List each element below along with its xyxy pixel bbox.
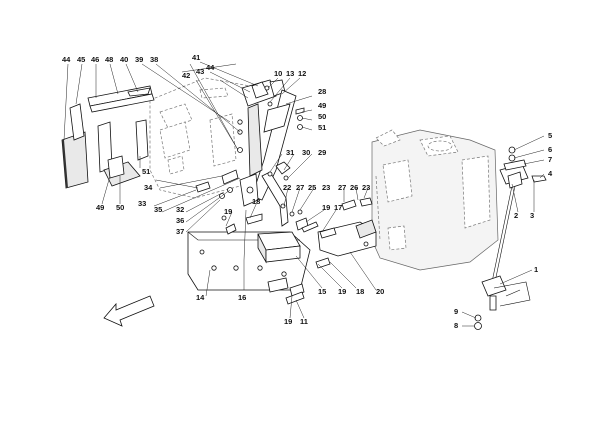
label-34: 35 <box>154 205 162 214</box>
bolt-stack-49-51 <box>295 107 305 130</box>
left-fuel-tank <box>149 77 259 199</box>
label-10: 10 <box>274 69 282 78</box>
label-50: 50 <box>318 112 326 121</box>
fuel-sender-assembly <box>474 146 547 330</box>
label-48: 51 <box>142 167 150 176</box>
label-14: 14 <box>196 293 205 302</box>
label-24b: 27 <box>338 183 346 192</box>
leader-lines <box>63 61 545 327</box>
label-7: 7 <box>548 155 552 164</box>
label-23a: 25 <box>308 183 316 192</box>
label-22a: 23 <box>322 183 330 192</box>
label-13: 13 <box>286 69 294 78</box>
label-41: 44 <box>206 63 215 72</box>
label-35: 38 <box>150 55 158 64</box>
label-21: 22 <box>283 183 291 192</box>
label-24a: 27 <box>296 183 304 192</box>
hanger-bracket <box>261 161 309 231</box>
label-30: 36 <box>176 216 184 225</box>
label-20: 20 <box>376 287 384 296</box>
label-31: 37 <box>176 227 184 236</box>
label-37: 40 <box>120 55 128 64</box>
label-28: 31 <box>286 148 294 157</box>
label-44: 46 <box>91 55 99 64</box>
bracket-assembly <box>195 79 305 207</box>
part-15-box <box>257 231 301 264</box>
label-18a: 18 <box>252 197 260 206</box>
label-19b: 19 <box>224 207 232 216</box>
label-29: 32 <box>176 205 184 214</box>
label-47: 50 <box>116 203 124 212</box>
label-19c: 19 <box>338 287 346 296</box>
label-22b: 23 <box>362 183 370 192</box>
part-48-panel <box>135 119 149 161</box>
label-3: 3 <box>530 211 534 220</box>
label-32: 33 <box>138 199 146 208</box>
label-25: 28 <box>318 87 326 96</box>
label-49: 49 <box>318 101 326 110</box>
part-20-cover <box>317 219 377 257</box>
left-panel-group <box>61 85 155 189</box>
label-39: 42 <box>182 71 190 80</box>
right-fuel-tank <box>371 129 499 271</box>
label-18b: 18 <box>356 287 364 296</box>
label-33: 34 <box>144 183 153 192</box>
label-26: 29 <box>318 148 326 157</box>
label-12: 12 <box>298 69 306 78</box>
label-38: 41 <box>192 53 200 62</box>
label-42: 44 <box>62 55 71 64</box>
label-8: 8 <box>454 321 458 330</box>
label-45: 48 <box>105 55 113 64</box>
direction-arrow <box>103 295 155 327</box>
label-15: 15 <box>318 287 326 296</box>
label-36: 39 <box>135 55 143 64</box>
label-11: 11 <box>300 317 308 326</box>
label-46: 49 <box>96 203 104 212</box>
label-6: 6 <box>548 145 552 154</box>
label-5: 5 <box>548 131 552 140</box>
label-2: 2 <box>514 211 518 220</box>
part-43-bracket <box>69 103 85 141</box>
label-40: 43 <box>196 67 204 76</box>
label-9: 9 <box>454 307 458 316</box>
label-43: 45 <box>77 55 85 64</box>
label-23b: 26 <box>350 183 358 192</box>
label-4: 4 <box>548 169 553 178</box>
label-1: 1 <box>534 265 538 274</box>
label-27: 30 <box>302 148 310 157</box>
label-19d: 19 <box>284 317 292 326</box>
label-19a: 19 <box>322 203 330 212</box>
part-labels: 44 45 46 48 40 39 38 41 44 43 42 10 13 1… <box>62 53 553 330</box>
label-17: 17 <box>334 203 342 212</box>
label-16: 16 <box>238 293 246 302</box>
label-51: 51 <box>318 123 326 132</box>
